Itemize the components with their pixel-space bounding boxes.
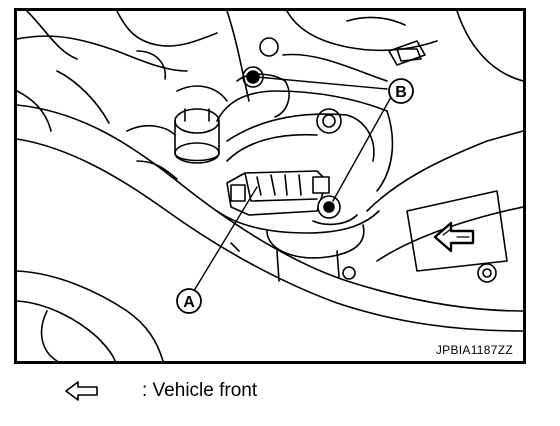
mount-bushing bbox=[126, 108, 220, 180]
hollow-left-arrow-icon bbox=[65, 381, 98, 401]
direction-arrow-icon bbox=[433, 221, 475, 253]
bolt-b-lower bbox=[312, 195, 358, 226]
background-structure bbox=[17, 11, 523, 134]
leader-lines bbox=[194, 76, 392, 290]
engine-mount-illustration: B A bbox=[17, 11, 523, 361]
callout-a-label: A bbox=[183, 294, 195, 311]
cross-member bbox=[17, 104, 523, 361]
sensor-connector-a bbox=[226, 170, 330, 216]
legend-text: : Vehicle front bbox=[142, 380, 258, 401]
lower-insulator bbox=[216, 210, 380, 282]
callout-a: A bbox=[176, 288, 202, 314]
callout-b: B bbox=[388, 78, 414, 104]
legend: : Vehicle front bbox=[64, 376, 257, 406]
right-panel bbox=[366, 130, 523, 283]
engine-bracket bbox=[216, 40, 426, 192]
figure-frame: B A JPBIA1187ZZ bbox=[14, 8, 526, 364]
callout-b-label: B bbox=[395, 84, 407, 101]
figure-id-label: JPBIA1187ZZ bbox=[433, 343, 515, 357]
